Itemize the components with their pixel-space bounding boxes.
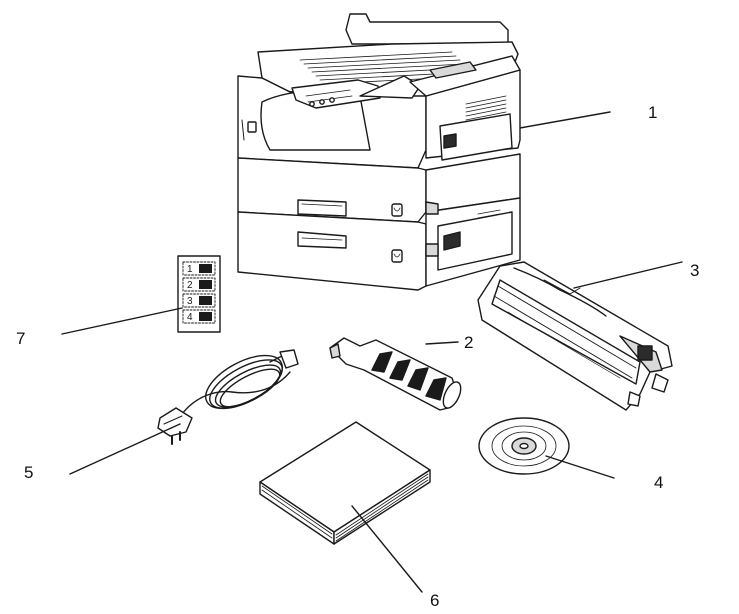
leader-line-manual xyxy=(351,505,423,593)
tray-number-3: 3 xyxy=(187,296,193,307)
callout-number-printer: 1 xyxy=(648,103,658,122)
tray-number-1: 1 xyxy=(187,264,193,275)
cd-rom-illustration xyxy=(478,417,570,475)
manual-book-illustration xyxy=(259,421,431,545)
callout-number-cd: 4 xyxy=(654,473,664,492)
leader-line-toner xyxy=(425,341,459,345)
tray-label-sheet-illustration xyxy=(177,255,221,333)
callout-number-manual: 6 xyxy=(430,591,440,610)
callout-number-labels: 7 xyxy=(16,329,26,348)
tray-number-2: 2 xyxy=(187,280,193,291)
drum-unit-illustration xyxy=(477,261,673,411)
toner-cartridge-illustration xyxy=(329,337,462,411)
tray-number-4: 4 xyxy=(187,312,193,323)
callout-number-power-cord: 5 xyxy=(24,463,34,482)
leader-line-power-cord xyxy=(69,423,181,475)
printer-illustration xyxy=(237,13,521,291)
power-cord-illustration xyxy=(157,349,299,445)
leader-line-printer xyxy=(519,111,611,129)
callout-number-drum: 3 xyxy=(690,261,700,280)
leader-lines xyxy=(61,111,683,593)
leader-line-drum xyxy=(573,261,683,289)
leader-line-cd xyxy=(545,455,615,479)
callout-number-toner: 2 xyxy=(464,333,474,352)
leader-line-labels xyxy=(61,307,183,335)
tray-number-labels: 1 2 3 4 xyxy=(187,264,193,323)
